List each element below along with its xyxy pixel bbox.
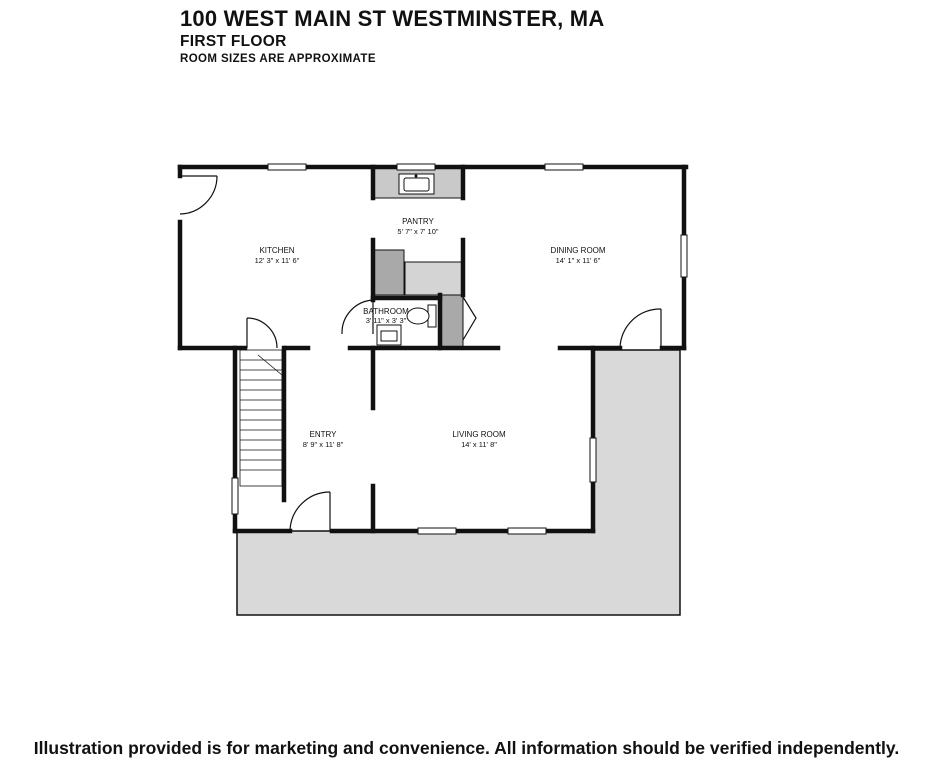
room-size-entry: 8' 9" x 11' 8" [303,440,344,449]
room-size-pantry: 5' 7" x 7' 10" [397,227,438,236]
closet-fill [440,294,464,348]
room-size-bathroom: 3' 11" x 3' 3" [366,316,407,325]
floor-label: FIRST FLOOR [180,33,287,50]
room-label-bathroom: BATHROOM [363,307,409,316]
sink-icon [398,173,435,195]
pantry-shelf [404,261,463,296]
room-label-entry: ENTRY [310,430,338,439]
room-label-pantry: PANTRY [402,217,434,226]
plan-title: 100 WEST MAIN ST WESTMINSTER, MA [180,6,605,31]
staircase [239,349,283,487]
pantry-closet-fill [373,249,405,296]
deck [236,349,681,616]
room-label-dining: DINING ROOM [550,246,605,255]
room-label-living: LIVING ROOM [452,430,506,439]
toilet-icon [406,304,437,328]
room-label-kitchen: KITCHEN [259,246,294,255]
bathroom-sink-icon [376,324,402,346]
approximate-note: ROOM SIZES ARE APPROXIMATE [180,53,376,65]
room-size-dining: 14' 1" x 11' 6" [556,256,601,265]
windows [231,163,688,535]
disclaimer-text: Illustration provided is for marketing a… [33,738,900,758]
room-size-kitchen: 12' 3" x 11' 6" [255,256,300,265]
doors [179,175,662,532]
room-size-living: 14' x 11' 8" [461,440,497,449]
